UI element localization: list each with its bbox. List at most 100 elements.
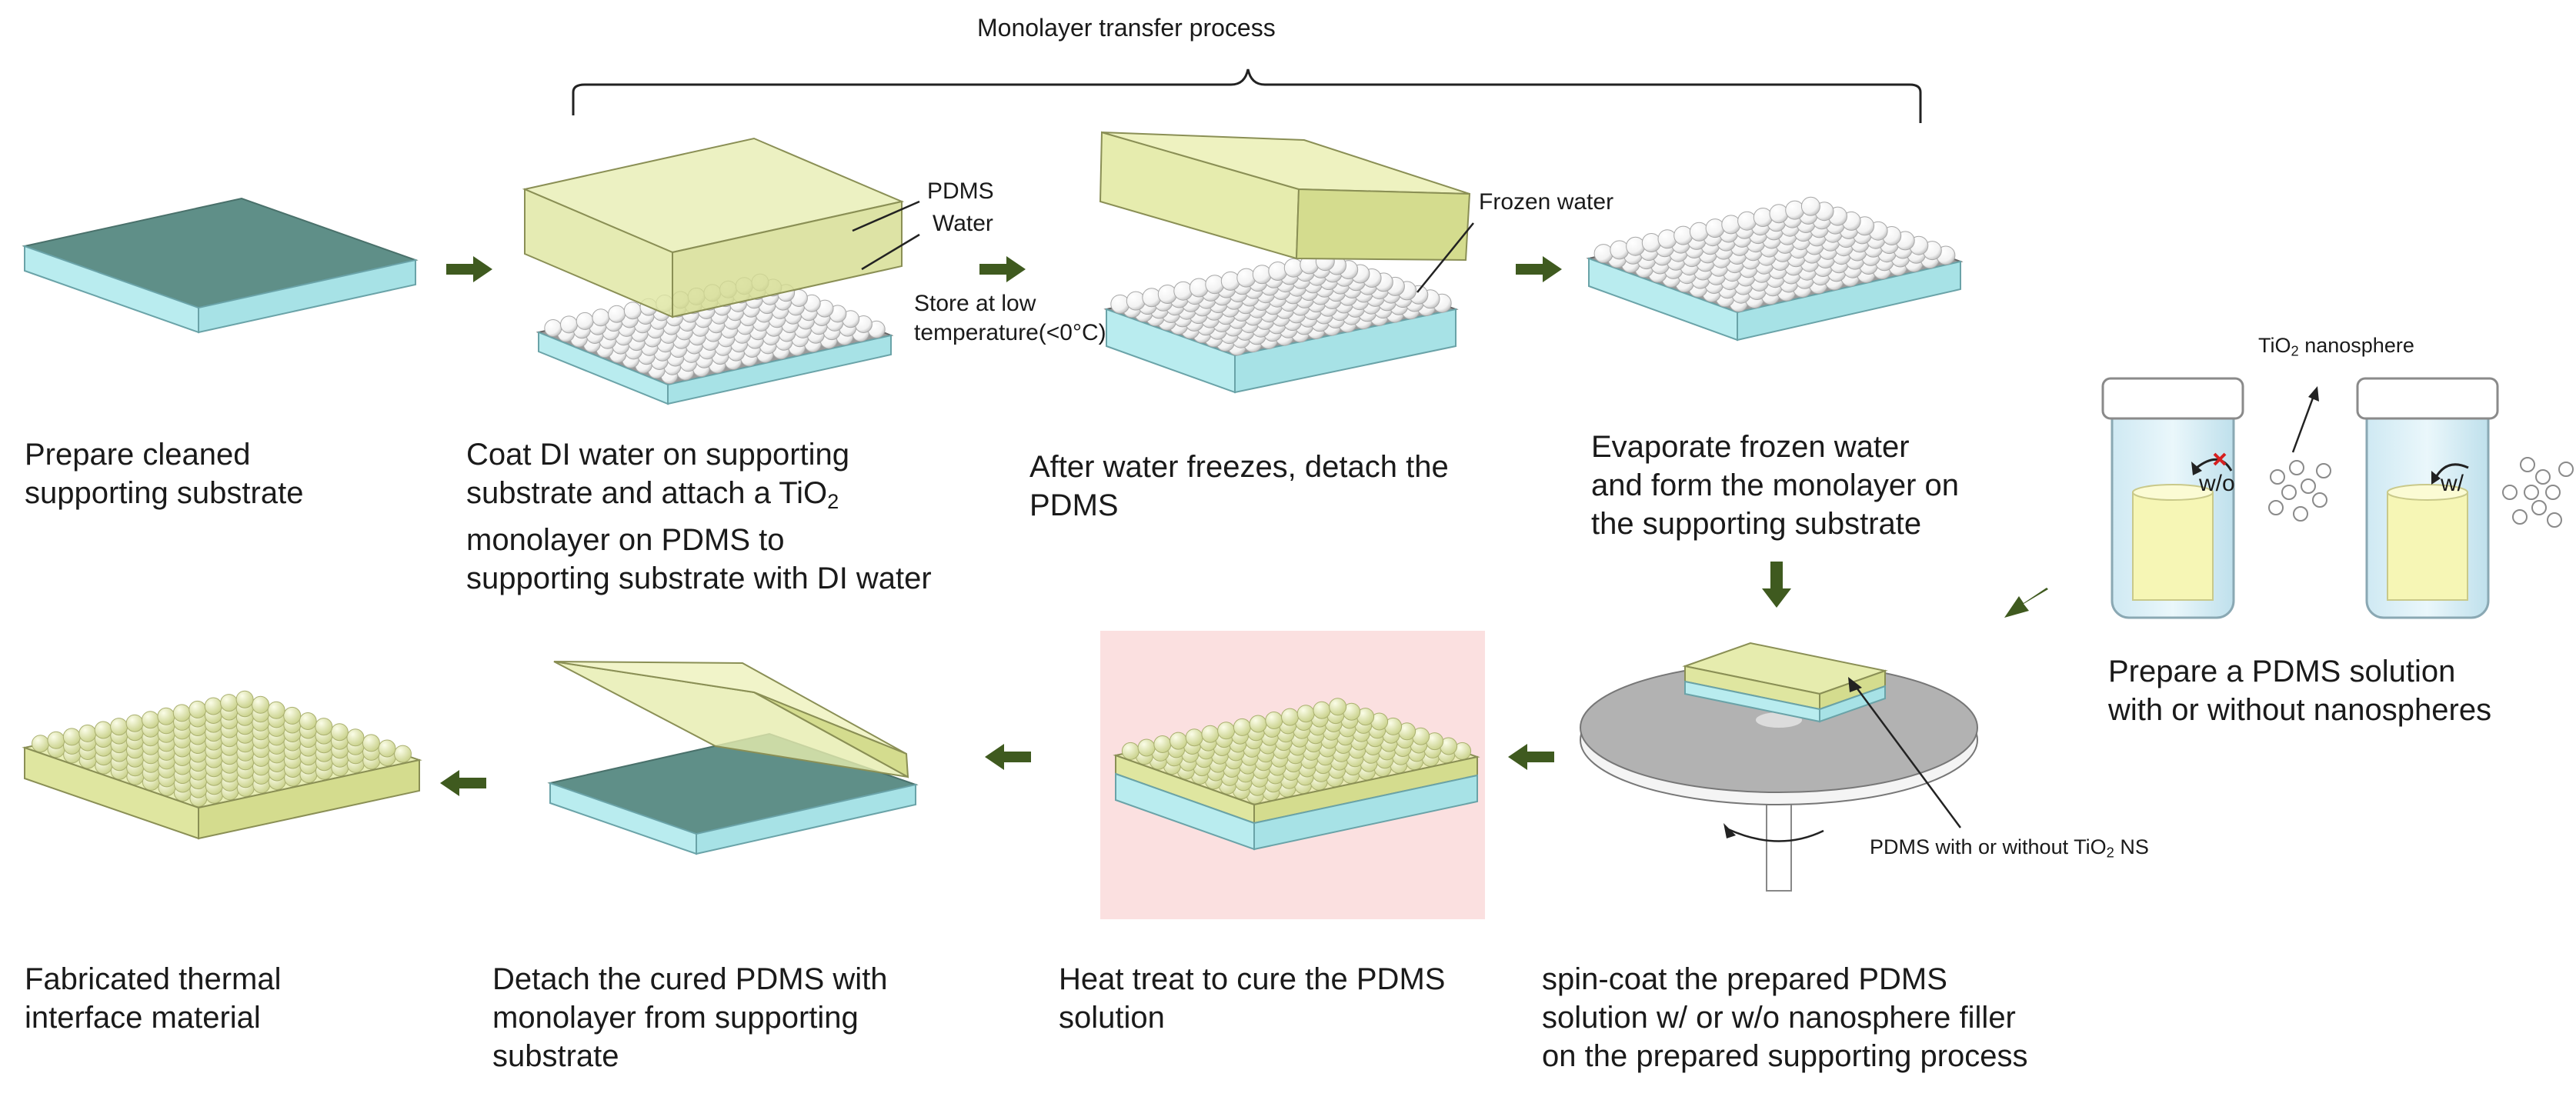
sphere — [330, 723, 349, 742]
sphere — [1705, 218, 1725, 238]
nanosphere-dot — [2558, 462, 2574, 477]
nanosphere-dot — [2281, 485, 2297, 500]
arrow-4 — [1762, 562, 1791, 608]
nanosphere-dot — [2312, 492, 2327, 508]
panel-monolayer — [1586, 196, 1964, 342]
sphere — [1170, 732, 1187, 750]
sphere — [346, 728, 365, 747]
caption-freeze-detach: After water freezes, detach the PDMS — [1029, 450, 1449, 522]
sphere — [1626, 236, 1646, 256]
sphere — [78, 724, 97, 742]
sphere — [394, 745, 412, 763]
sphere — [1153, 735, 1172, 753]
sphere — [1296, 705, 1315, 723]
spin-coater — [1580, 642, 1978, 892]
sphere — [157, 707, 175, 725]
sphere — [204, 697, 222, 715]
sphere — [1110, 294, 1130, 314]
sphere — [32, 735, 49, 753]
sphere — [315, 718, 333, 736]
sphere — [1121, 742, 1140, 760]
arrow-7 — [985, 744, 1031, 770]
jar-without — [2101, 377, 2244, 619]
sphere — [220, 694, 239, 712]
caption-coat-attach: Coat DI water on supporting substrate an… — [466, 438, 932, 595]
nanosphere-pointer-head — [2308, 386, 2319, 402]
sphere — [1610, 240, 1630, 260]
nanosphere-dot — [2512, 509, 2528, 525]
sphere — [560, 315, 578, 334]
sphere — [1329, 698, 1347, 716]
nanosphere-dot — [2316, 463, 2331, 478]
sphere — [1313, 701, 1331, 719]
panel-coat-attach — [522, 137, 920, 405]
arrow-6 — [1508, 744, 1554, 770]
sphere — [1173, 281, 1193, 301]
sphere — [1265, 712, 1283, 729]
caption-detach-cured: Detach the cured PDMS with monolayer fro… — [492, 962, 888, 1073]
nanosphere-dot — [2545, 485, 2561, 500]
sphere — [1157, 285, 1177, 304]
sphere — [189, 700, 207, 718]
nanosphere-pointer — [2291, 393, 2316, 453]
label-water: Water — [933, 211, 993, 236]
sphere — [623, 302, 642, 320]
sphere — [267, 701, 285, 719]
sphere — [172, 704, 191, 722]
sphere — [378, 739, 396, 758]
sphere — [1800, 196, 1820, 216]
caption-evaporate: Evaporate frozen water and form the mono… — [1591, 430, 1960, 541]
sphere — [1201, 725, 1220, 743]
arrow-8 — [440, 770, 486, 796]
sphere — [1737, 211, 1757, 231]
label-frozen-water: Frozen water — [1479, 189, 1614, 215]
panel-cleaned-substrate — [22, 197, 419, 334]
sphere — [1185, 728, 1203, 747]
sphere — [1249, 715, 1267, 733]
sphere — [1283, 258, 1303, 278]
nanosphere-dot — [2520, 457, 2535, 472]
panel-detach-cured — [547, 661, 919, 855]
caption-prepare-solution: Prepare a PDMS solution with or without … — [2108, 655, 2492, 727]
diagram-title: Monolayer transfer process — [977, 14, 1276, 42]
panel-heat-treat — [1113, 698, 1480, 851]
sphere — [142, 711, 159, 729]
sphere — [1252, 265, 1272, 285]
nanosphere-dot — [2531, 500, 2547, 515]
sphere — [125, 714, 144, 732]
sphere — [47, 731, 65, 749]
sphere — [1769, 204, 1789, 224]
nanosphere-dot — [2270, 469, 2285, 485]
label-pdms: PDMS — [927, 178, 994, 204]
sphere — [299, 712, 317, 730]
sphere — [1137, 738, 1156, 757]
arrow-3 — [1516, 256, 1562, 282]
sphere — [1641, 233, 1661, 252]
nanosphere-dots — [2268, 457, 2574, 528]
sphere — [1753, 208, 1773, 227]
sphere — [1126, 291, 1146, 311]
nanosphere-dot — [2289, 460, 2304, 475]
caption-prepare-substrate: Prepare cleaned supporting substrate — [25, 438, 304, 510]
sphere — [1236, 268, 1256, 288]
caption-heat-treat: Heat treat to cure the PDMS solution — [1059, 962, 1446, 1035]
sphere — [1281, 708, 1299, 726]
sphere — [362, 734, 380, 752]
sphere — [1673, 225, 1693, 245]
panel-frozen-detach — [1099, 131, 1474, 394]
sphere — [1657, 229, 1677, 249]
arrow-5 — [2004, 588, 2048, 618]
sphere — [544, 319, 562, 337]
sphere — [576, 312, 594, 330]
arrow-2 — [979, 256, 1026, 282]
label-pdms-ns: PDMS with or without TiO2 NS — [1870, 835, 2149, 861]
sphere — [110, 718, 128, 736]
sphere — [1689, 222, 1709, 242]
sphere — [1142, 288, 1162, 308]
sphere — [252, 695, 270, 714]
sphere — [1268, 262, 1288, 281]
label-without: w/o — [2199, 471, 2235, 496]
